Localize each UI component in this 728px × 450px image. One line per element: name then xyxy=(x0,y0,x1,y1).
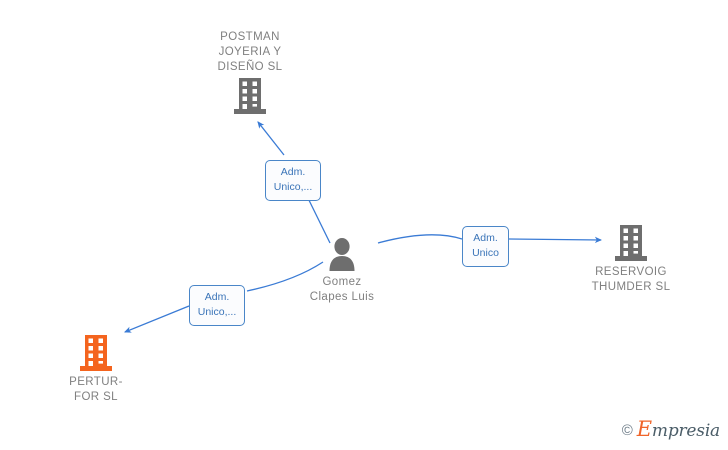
person-icon xyxy=(326,238,358,271)
node-person[interactable]: Gomez Clapes Luis xyxy=(267,238,417,305)
empresia-brand-initial: E xyxy=(636,417,652,441)
node-postman[interactable]: POSTMAN JOYERIA Y DISEÑO SL xyxy=(175,30,325,114)
empresia-brand-rest: mpresia xyxy=(651,421,720,441)
node-postman-label: POSTMAN JOYERIA Y DISEÑO SL xyxy=(217,31,283,73)
edge-label-person-postman[interactable]: Adm. Unico,... xyxy=(265,160,321,201)
edge-label-person-perturfor[interactable]: Adm. Unico,... xyxy=(189,285,245,326)
building-icon xyxy=(79,335,113,371)
building-icon xyxy=(614,225,648,261)
node-reservoig-label: RESERVOIG THUMDER SL xyxy=(591,266,671,293)
node-person-label: Gomez Clapes Luis xyxy=(309,276,375,303)
empresia-brand-text: Empresia xyxy=(637,419,720,441)
empresia-watermark: © Empresia xyxy=(621,419,720,441)
node-perturfor-label: PERTUR- FOR SL xyxy=(69,376,123,403)
copyright-icon: © xyxy=(621,422,633,439)
node-perturfor[interactable]: PERTUR- FOR SL xyxy=(21,335,171,405)
edge-label-person-reservoig[interactable]: Adm. Unico xyxy=(462,226,509,267)
building-icon xyxy=(233,78,267,114)
node-reservoig[interactable]: RESERVOIG THUMDER SL xyxy=(556,225,706,295)
